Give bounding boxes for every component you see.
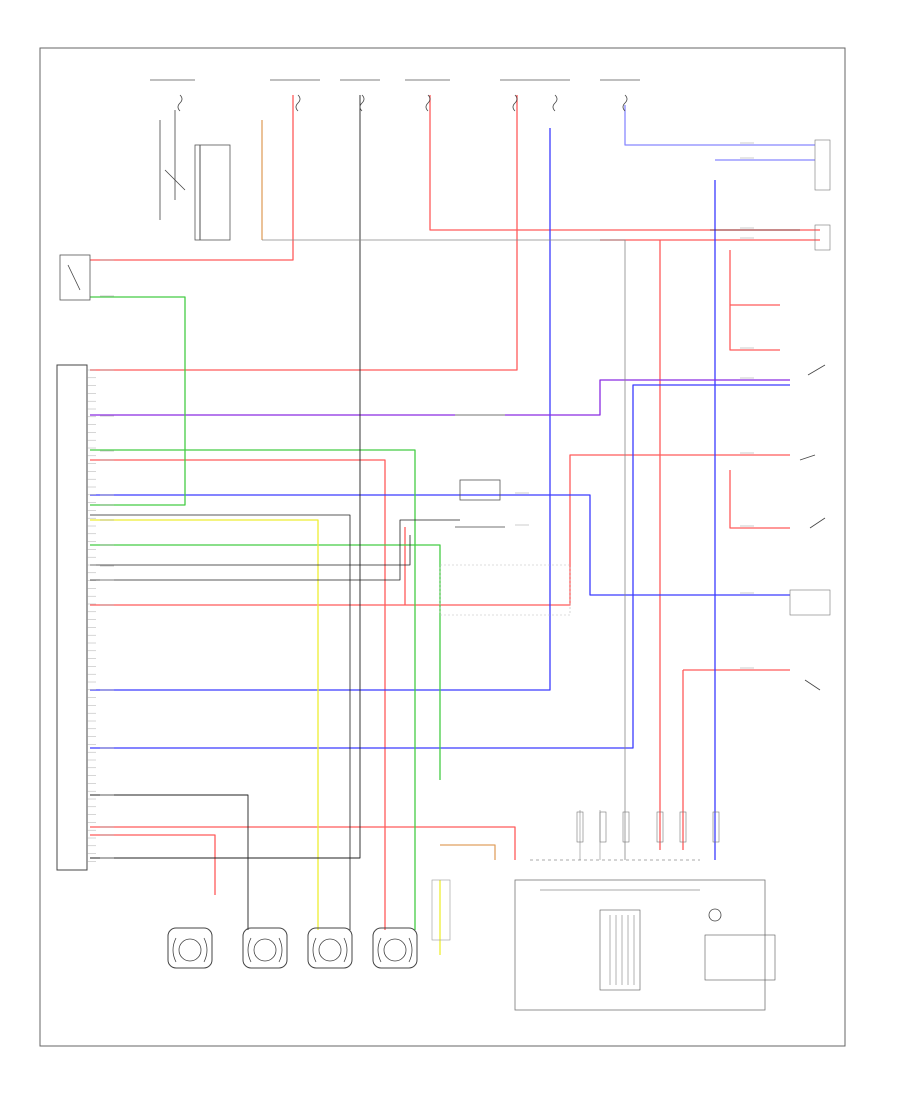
switch-blade — [799, 454, 816, 461]
ign-relay-box — [194, 144, 231, 241]
wire-black — [90, 535, 411, 566]
wire-green — [90, 544, 441, 780]
wire-red — [90, 826, 516, 860]
connector-box — [814, 139, 831, 191]
sensor-bracket — [172, 937, 208, 963]
module-body — [56, 364, 88, 871]
connector-box — [814, 224, 831, 251]
switch-blade — [67, 264, 81, 291]
connector-pin — [622, 811, 630, 843]
combination-meter — [514, 879, 766, 1011]
wire-gray — [262, 239, 626, 860]
sensor-bracket — [312, 937, 348, 963]
fuse-icon — [425, 94, 431, 112]
wire-blue — [90, 128, 551, 691]
wire-orange — [440, 844, 496, 860]
fuse-icon — [177, 94, 183, 112]
diagram-frame — [39, 47, 846, 1047]
sensor-coil-icon — [383, 938, 407, 962]
connector-pin — [576, 811, 584, 843]
wire-black — [90, 95, 361, 859]
sensor-coil-icon — [178, 938, 202, 962]
connector-pin — [656, 811, 664, 843]
sensor-coil-icon — [318, 938, 342, 962]
pump-motor-box — [704, 934, 776, 981]
switch-blade — [164, 169, 186, 191]
wire-red — [729, 250, 780, 351]
wire-black — [90, 519, 460, 581]
meter-module — [599, 909, 641, 991]
wheel-speed-sensor — [167, 927, 213, 969]
wires — [90, 95, 820, 955]
wire-red — [729, 470, 790, 529]
fuse-icon — [359, 94, 365, 112]
wire-red — [429, 95, 820, 231]
sensor-coil-icon — [253, 938, 277, 962]
wire-red — [90, 95, 518, 371]
fuse-icon — [295, 94, 301, 112]
wire-blue — [90, 494, 790, 596]
brake-light-switch — [59, 254, 91, 301]
wire-yellow — [90, 519, 319, 930]
components — [56, 79, 831, 1011]
switch-blade — [809, 517, 826, 529]
fuse-icon — [622, 94, 628, 112]
wheel-speed-sensor — [242, 927, 288, 969]
fuse-icon — [552, 94, 558, 112]
wire-blue — [624, 105, 815, 146]
wire-purple — [505, 379, 790, 416]
brake-indicator-icon — [708, 908, 722, 922]
connector-pin — [599, 811, 607, 843]
sensor-bracket — [377, 937, 413, 963]
connector-box — [789, 589, 831, 616]
wire-green — [90, 296, 186, 506]
parking-brake-switch — [431, 879, 451, 941]
relay-dashed-box — [439, 564, 571, 616]
switch-blade — [807, 364, 826, 376]
wire-red — [90, 834, 216, 895]
switch-blade — [804, 679, 821, 691]
connector-pin — [679, 811, 687, 843]
sensor-bracket — [247, 937, 283, 963]
wire-red — [90, 454, 790, 606]
connector-pin — [712, 811, 720, 843]
wire-blue — [90, 384, 790, 749]
wire-red — [90, 459, 386, 930]
wire-black — [90, 514, 351, 930]
wheel-speed-sensor — [372, 927, 418, 969]
wire-black — [90, 794, 249, 930]
wire-red — [90, 95, 294, 261]
wire-green — [90, 449, 416, 930]
wheel-speed-sensor — [307, 927, 353, 969]
brake-switch-box — [459, 479, 501, 501]
fuse-icon — [512, 94, 518, 112]
